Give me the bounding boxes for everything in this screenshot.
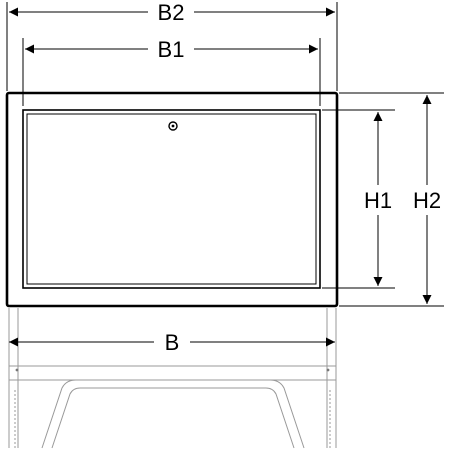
cabinet-frame	[5, 91, 339, 308]
dimension-b2: B2	[9, 0, 335, 25]
label-b: B	[165, 330, 180, 355]
cabinet-door	[22, 109, 321, 289]
label-b1: B1	[158, 37, 185, 62]
label-h2: H2	[413, 188, 441, 213]
dimension-b: B	[9, 330, 335, 355]
stand-frame	[8, 308, 337, 449]
screw-right-icon	[326, 368, 330, 372]
dimension-h1: H1	[364, 112, 392, 286]
screw-left-icon	[15, 368, 19, 372]
label-h1: H1	[364, 188, 392, 213]
extension-lines	[6, 2, 444, 307]
label-b2: B2	[158, 0, 185, 25]
cabinet-door-inner	[26, 113, 317, 285]
lock-icon	[168, 121, 178, 131]
dimension-b1: B1	[25, 37, 318, 62]
dimension-h2: H2	[413, 95, 441, 304]
